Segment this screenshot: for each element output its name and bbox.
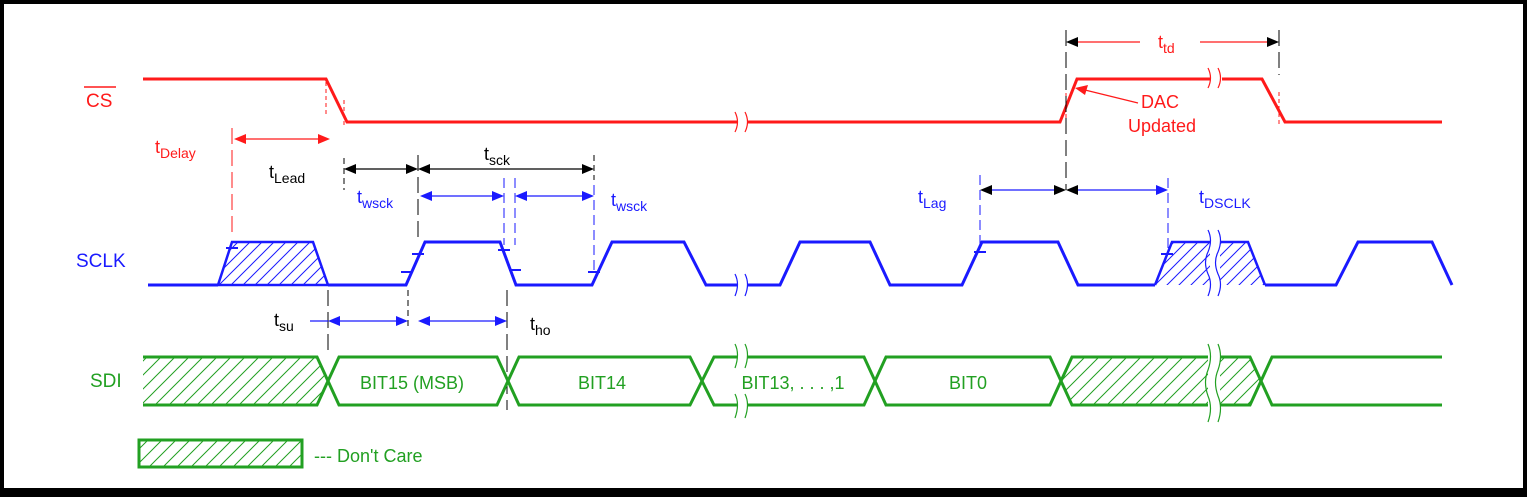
sdi-signal: SDI BIT15 (MSB) BIT14 BIT13, . . . ,1 BI… [90,343,1442,423]
t-wsck-arrow-right-2 [582,191,594,201]
cs-break-mark-1 [734,111,749,133]
t-td-label: ttd [1158,32,1175,56]
t-td-arrow-right [1267,37,1279,47]
sdi-waveform-bot-b [700,380,737,407]
sdi-label: SDI [90,371,122,392]
t-sck-annotation: tsck [417,144,595,240]
sdi-dont-care-start [143,357,328,405]
t-sck-arrow-left [418,164,430,174]
t-su-arrow-left [328,316,340,326]
sdi-bit14-label: BIT14 [578,373,626,393]
t-dsclk-label: tDSCLK [1199,187,1251,211]
sdi-dont-care-mid-a [1061,357,1208,405]
sdi-break-mark-1 [734,343,749,419]
t-wsck-label-2: twsck [611,190,648,214]
t-sck-label: tsck [484,144,511,168]
sdi-dont-care-mid-b [1220,357,1261,405]
t-su-annotation: tsu [274,290,409,350]
t-lead-arrow-right [406,164,418,174]
sclk-break-mark-1 [734,273,749,297]
sclk-dont-care-edge-2b [1220,240,1267,286]
t-wsck-annotation-1: twsck [357,178,505,245]
t-td-annotation: ttd [1065,30,1280,190]
t-delay-annotation: tDelay [155,128,330,238]
t-ho-annotation: tho [418,290,551,410]
dac-updated-pointer [1084,89,1139,104]
t-ho-arrow-left [418,316,430,326]
cs-break-mark-2 [1207,67,1222,89]
cs-label: CS [86,91,112,112]
t-dsclk-arrow-left [1066,185,1078,195]
dac-updated-line1: DAC [1141,92,1179,112]
sclk-waveform-b [747,240,1155,287]
sdi-break-mark-2 [1204,343,1222,423]
t-wsck-arrow-right-1 [492,191,504,201]
t-dsclk-annotation: tDSCLK [1066,178,1251,250]
t-lag-annotation: tLag [918,175,1066,250]
t-wsck-arrow-left-1 [420,191,432,201]
t-ho-label: tho [530,314,551,338]
sclk-dont-care-pulse-2b [1220,242,1265,285]
cs-waveform-b [747,77,1210,124]
sclk-break-mark-2 [1204,229,1222,297]
t-wsck-label-1: twsck [357,187,394,211]
t-dsclk-arrow-right [1156,185,1168,195]
t-lead-arrow-left [344,164,356,174]
t-lag-arrow-right [1054,185,1066,195]
dac-updated-line2: Updated [1128,116,1196,136]
t-su-label: tsu [274,310,294,334]
legend-dont-care-swatch [137,438,304,469]
legend: --- Don't Care [137,438,422,469]
sdi-waveform-bot-d [1220,355,1442,407]
sdi-waveform-bot-a [143,355,704,407]
t-wsck-arrow-left-2 [515,191,527,201]
sdi-bit15-label: BIT15 (MSB) [360,373,464,393]
t-wsck-annotation-2: twsck [514,178,648,270]
cs-waveform-c [1222,77,1442,124]
sclk-dont-care-edge-2a [1153,240,1210,286]
sclk-dont-care-pulse-1 [216,240,330,287]
dac-updated-arrowhead [1075,85,1088,95]
sclk-signal: SCLK [76,229,1454,297]
t-lead-label: tLead [269,162,305,186]
sdi-bit13-label: BIT13, . . . ,1 [741,373,844,393]
t-lead-annotation: tLead [269,158,418,190]
sclk-waveform-c [1265,240,1454,287]
t-lag-label: tLag [918,187,946,211]
legend-dont-care-label: --- Don't Care [314,446,422,466]
t-lag-arrow-left [980,185,992,195]
t-delay-arrow-right [318,134,330,144]
dac-updated-annotation: DAC Updated [1075,85,1196,136]
t-delay-label: tDelay [155,137,196,161]
t-su-arrow-right [396,316,408,326]
sdi-waveform-top-b [700,355,737,382]
sdi-waveform-top-a [143,355,704,407]
sclk-waveform-a [328,240,737,287]
t-sck-arrow-right [582,164,594,174]
sclk-label: SCLK [76,251,126,272]
t-td-arrow-left [1066,37,1078,47]
sdi-bit0-label: BIT0 [949,373,987,393]
t-ho-arrow-right [495,316,507,326]
cs-waveform-a [143,77,737,124]
t-delay-arrow-left [234,134,246,144]
